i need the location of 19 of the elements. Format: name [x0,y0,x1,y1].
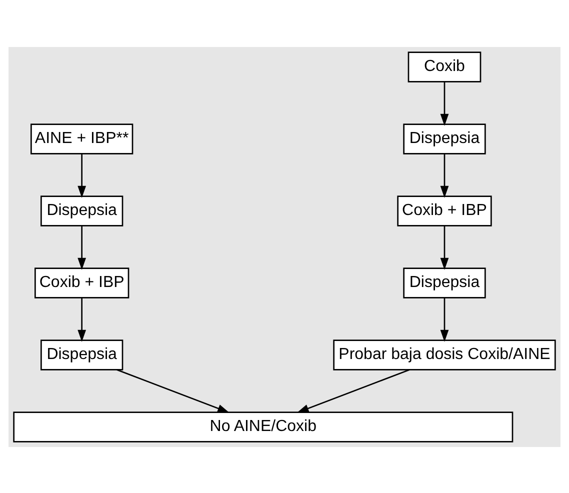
node-box: Dispepsia [40,195,124,226]
arrow [440,153,449,198]
arrow [440,81,449,126]
arrow [116,368,230,412]
node-box: Probar baja dosis Coxib/AINE [333,339,556,370]
node-box: Dispepsia [40,339,124,370]
node-box: Coxib [408,51,482,82]
arrow [78,153,86,198]
arrow [440,225,449,270]
node-box: Coxib + IBP [397,195,492,226]
arrow [296,368,410,412]
arrow [78,297,86,342]
arrow [78,225,86,270]
node-box: Coxib + IBP [34,267,130,298]
node-box: No AINE/Coxib [13,411,514,442]
node-box: Dispepsia [403,267,486,298]
node-box: AINE + IBP** [30,123,134,154]
arrow [440,297,449,342]
node-box: Dispepsia [403,123,486,154]
